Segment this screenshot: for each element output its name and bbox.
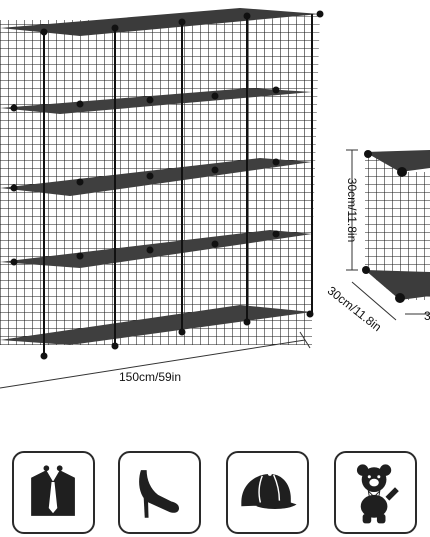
teddy-bear-icon-box: [334, 451, 417, 534]
width-dimension: 150cm/59in: [0, 331, 311, 389]
cube-storage-unit: [0, 8, 324, 360]
height-label: 30cm/11.8in: [345, 178, 359, 242]
width-partial-label: 3: [424, 309, 430, 323]
shirt-tie-icon: [31, 465, 75, 516]
product-image: 150cm/59in 30cm/11.8in 30cm/11.8in 3: [0, 8, 430, 389]
cap-icon-box: [226, 451, 309, 534]
width-label: 150cm/59in: [119, 370, 181, 384]
high-heel-icon: [139, 470, 180, 518]
shirt-tie-icon-box: [12, 451, 95, 534]
cap-icon: [241, 472, 297, 509]
single-cube-detail: 30cm/11.8in 30cm/11.8in 3: [325, 149, 430, 334]
depth-label: 30cm/11.8in: [325, 283, 384, 334]
teddy-bear-icon: [356, 464, 399, 524]
high-heel-icon-box: [118, 451, 201, 534]
